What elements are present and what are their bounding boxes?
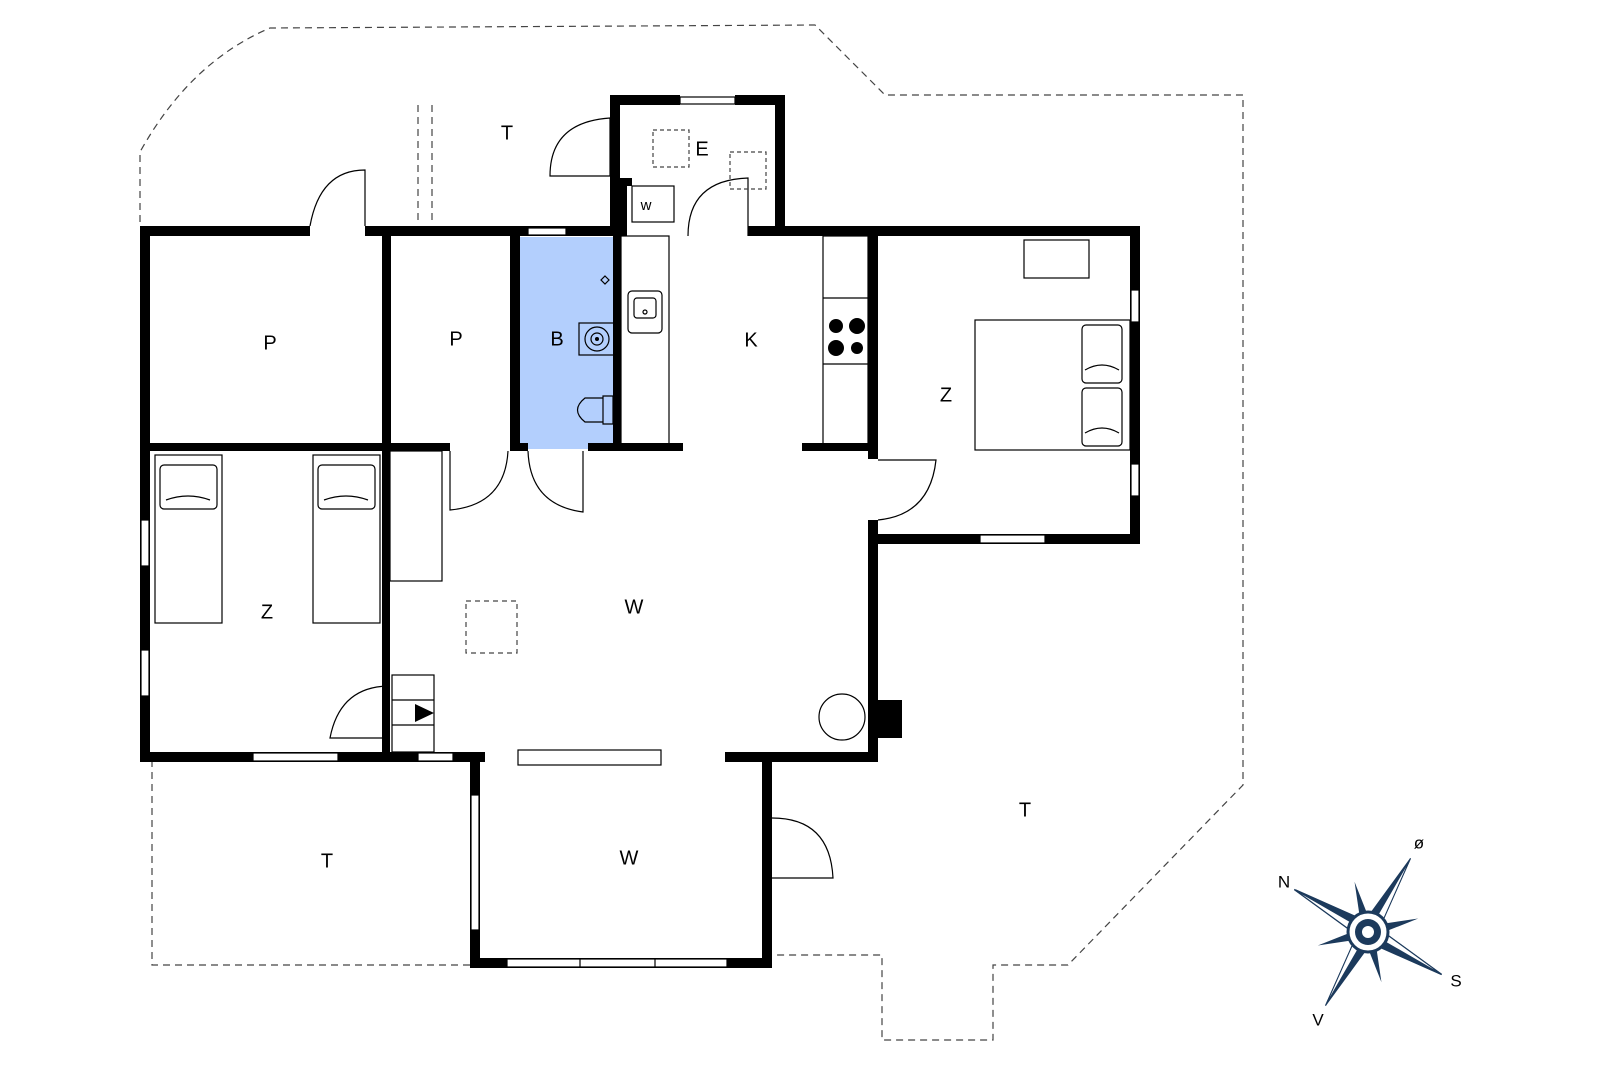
windows xyxy=(140,96,1140,968)
stair-arrow-icon xyxy=(415,704,434,722)
compass-o: ø xyxy=(1414,833,1424,852)
entrance-fixtures xyxy=(631,129,767,223)
label-kitchen: K xyxy=(744,329,758,351)
compass-rose-icon xyxy=(1293,858,1443,1006)
living-fixtures xyxy=(389,450,866,766)
kitchen-fixtures xyxy=(620,235,869,445)
compass-n: N xyxy=(1278,872,1290,891)
label-wc: w xyxy=(640,197,652,214)
label-terrace-top: T xyxy=(501,122,513,144)
doors xyxy=(309,117,937,879)
compass-s: S xyxy=(1450,971,1461,990)
label-storage-mid: P xyxy=(449,328,462,350)
walls xyxy=(140,95,1140,968)
label-terrace-right: T xyxy=(1019,799,1031,821)
label-living-main: W xyxy=(625,596,644,618)
compass-labels: N ø S V xyxy=(1278,833,1462,1029)
label-bathroom: B xyxy=(550,328,563,350)
bathroom-fixtures xyxy=(576,275,616,425)
terrace-outline xyxy=(139,24,1244,1041)
room-labels: T E w P P B K Z Z W W T T xyxy=(261,122,1031,872)
label-bedroom-right: Z xyxy=(940,384,952,406)
label-storage-left: P xyxy=(263,332,276,354)
single-beds xyxy=(154,454,381,624)
bathroom-fill xyxy=(520,237,613,449)
label-terrace-left: T xyxy=(321,850,333,872)
label-living-lower: W xyxy=(620,847,639,869)
double-bed xyxy=(974,239,1131,451)
label-entrance: E xyxy=(695,138,708,160)
label-bedroom-left: Z xyxy=(261,601,273,623)
compass-v: V xyxy=(1312,1010,1324,1029)
stove-burner-icon xyxy=(829,319,843,333)
